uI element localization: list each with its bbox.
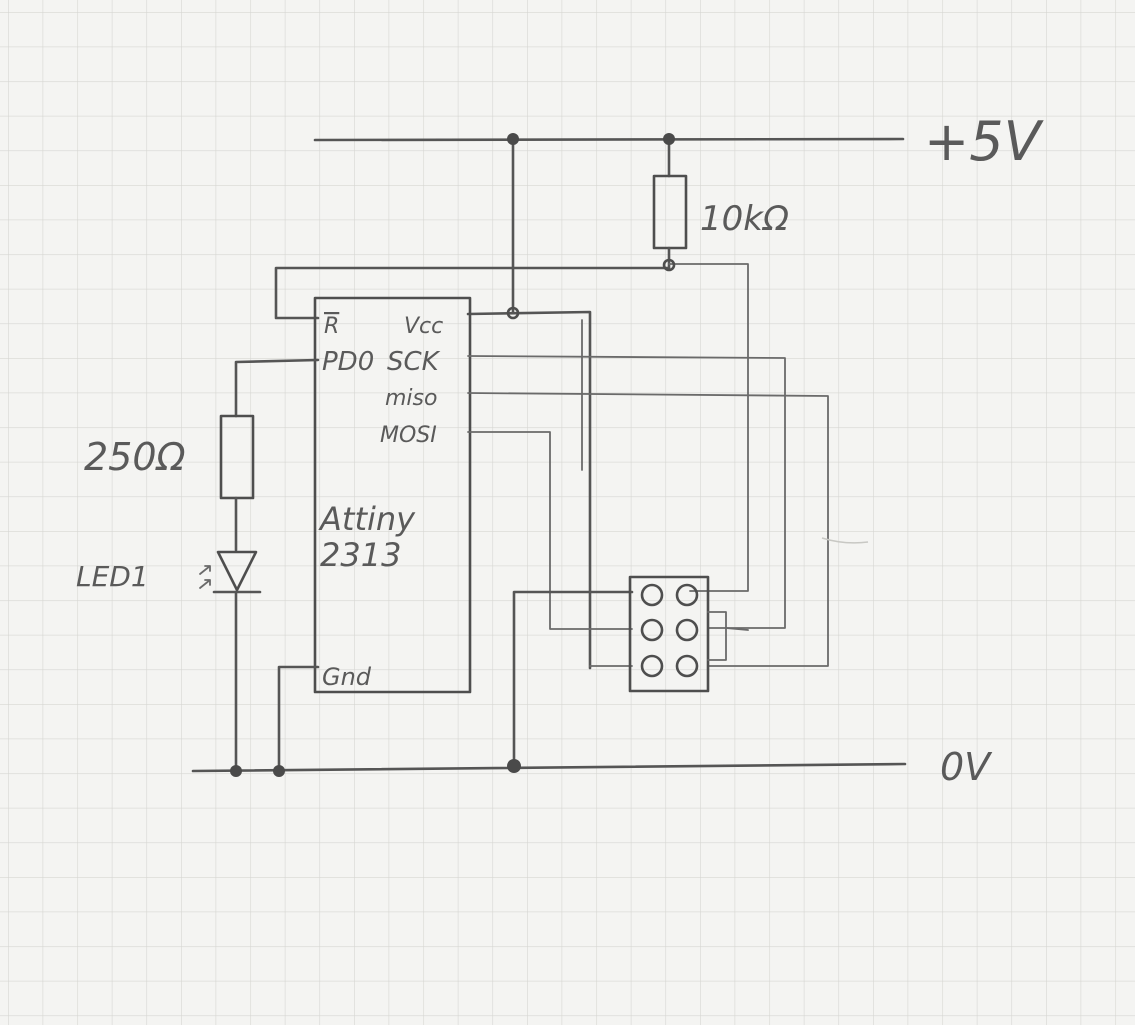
chip-name-line2: 2313	[320, 536, 401, 574]
chip-pin-sck: SCK	[387, 347, 441, 377]
miso-wire	[467, 392, 829, 667]
junction-dot	[230, 765, 242, 777]
ground-label: 0V	[940, 745, 993, 789]
chip-pin-gnd: Gnd	[322, 663, 372, 691]
chip-pin-pd0: PD0	[322, 347, 374, 377]
chip-pin-vcc: Vcc	[404, 314, 443, 339]
vcc-wire	[466, 137, 592, 670]
led-label: LED1	[76, 560, 149, 593]
gnd-wire	[277, 665, 320, 773]
chip-pin-miso: miso	[385, 386, 437, 411]
ground-rail-0v	[191, 762, 907, 773]
chip-pin-reset: R	[324, 314, 339, 339]
header-vcc-wire	[581, 319, 633, 667]
led-branch-wire	[219, 358, 320, 773]
header-gnd-wire	[512, 590, 634, 768]
pullup-resistor-label: 10kΩ	[700, 199, 789, 239]
junction-dot	[507, 133, 519, 145]
led-diode-symbol	[199, 550, 262, 594]
chip-pin-mosi: MOSI	[380, 423, 437, 448]
reset-wire	[274, 258, 749, 592]
junction-dot	[507, 759, 521, 773]
led-resistor-label: 250Ω	[84, 435, 186, 479]
supply-label: +5V	[924, 110, 1045, 173]
sck-wire	[467, 355, 786, 629]
junction-dot	[663, 133, 675, 145]
supply-rail-5v	[313, 137, 905, 142]
attiny2313-chip	[313, 296, 472, 694]
stray-mark	[821, 537, 869, 544]
junction-dot	[273, 765, 285, 777]
mosi-wire	[467, 431, 633, 630]
isp-header	[628, 575, 749, 693]
chip-name-line1: Attiny	[318, 500, 416, 538]
